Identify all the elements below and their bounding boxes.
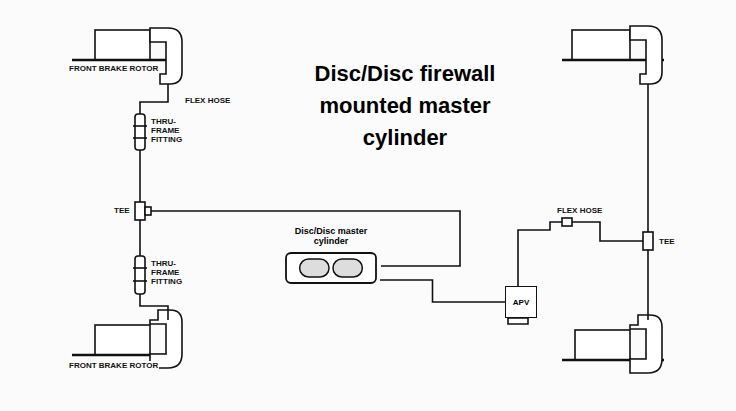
part-label: FLEX HOSE xyxy=(556,206,603,215)
valve-box: APV xyxy=(505,286,537,318)
node-heading: Disc/Disc master cylinder xyxy=(282,226,380,246)
part-label: TEE xyxy=(113,206,131,215)
part-label: FLEX HOSE xyxy=(184,96,231,105)
master-cylinder: Disc/Disc master cylinder xyxy=(282,226,380,286)
brake-line xyxy=(380,280,505,302)
part-label: THRU-FRAME FITTING xyxy=(150,259,196,286)
part-label: THRU-FRAME FITTING xyxy=(150,117,196,144)
reservoir-body xyxy=(282,250,380,286)
node-text: APV xyxy=(513,298,529,307)
part-label: FRONT BRAKE ROTOR xyxy=(68,64,159,73)
rotor xyxy=(95,30,150,60)
diagram-title: Disc/Disc firewall mounted master cylind… xyxy=(285,58,525,154)
part-label: FRONT BRAKE ROTOR xyxy=(68,361,159,370)
part-label: TEE xyxy=(658,237,676,246)
